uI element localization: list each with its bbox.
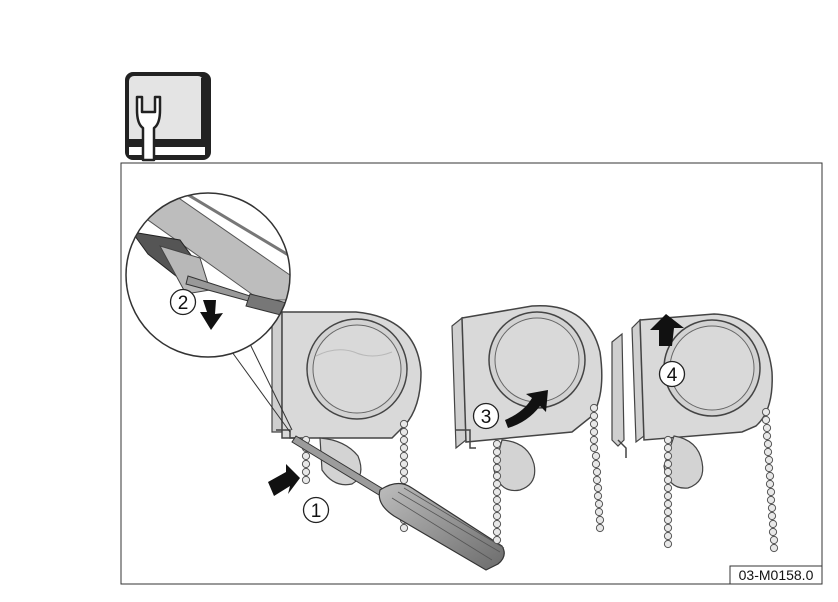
bead-chain-right-front	[663, 435, 673, 549]
step-3-marker: 3	[472, 402, 500, 430]
step-1-number: 1	[311, 501, 322, 522]
rotate-arrow-icon	[505, 390, 548, 428]
step-4-number: 4	[667, 365, 678, 386]
roller-housing-middle	[451, 304, 603, 450]
figure-code-box: 03-M0158.0	[729, 565, 823, 585]
mounting-bracket-right	[611, 332, 627, 458]
zoom-leader-lines	[231, 343, 293, 433]
screwdriver	[291, 435, 505, 571]
roller-housing-left	[271, 311, 422, 439]
zoom-detail-circle	[125, 192, 291, 358]
push-right-icon	[268, 464, 300, 496]
illustration-frame	[120, 162, 823, 585]
step-2-marker: 2	[169, 288, 197, 316]
lift-up-icon	[650, 314, 684, 346]
step-3-number: 3	[481, 407, 492, 428]
wrench-icon	[125, 72, 211, 162]
step-4-marker: 4	[658, 360, 686, 388]
step-2-number: 2	[178, 293, 189, 314]
step-1-marker: 1	[302, 496, 330, 524]
press-down-icon	[200, 300, 223, 330]
roller-housing-right	[631, 313, 773, 444]
bead-chain-middle-back	[589, 403, 605, 533]
bead-chain-right-back	[761, 407, 779, 553]
figure-code: 03-M0158.0	[739, 567, 814, 583]
